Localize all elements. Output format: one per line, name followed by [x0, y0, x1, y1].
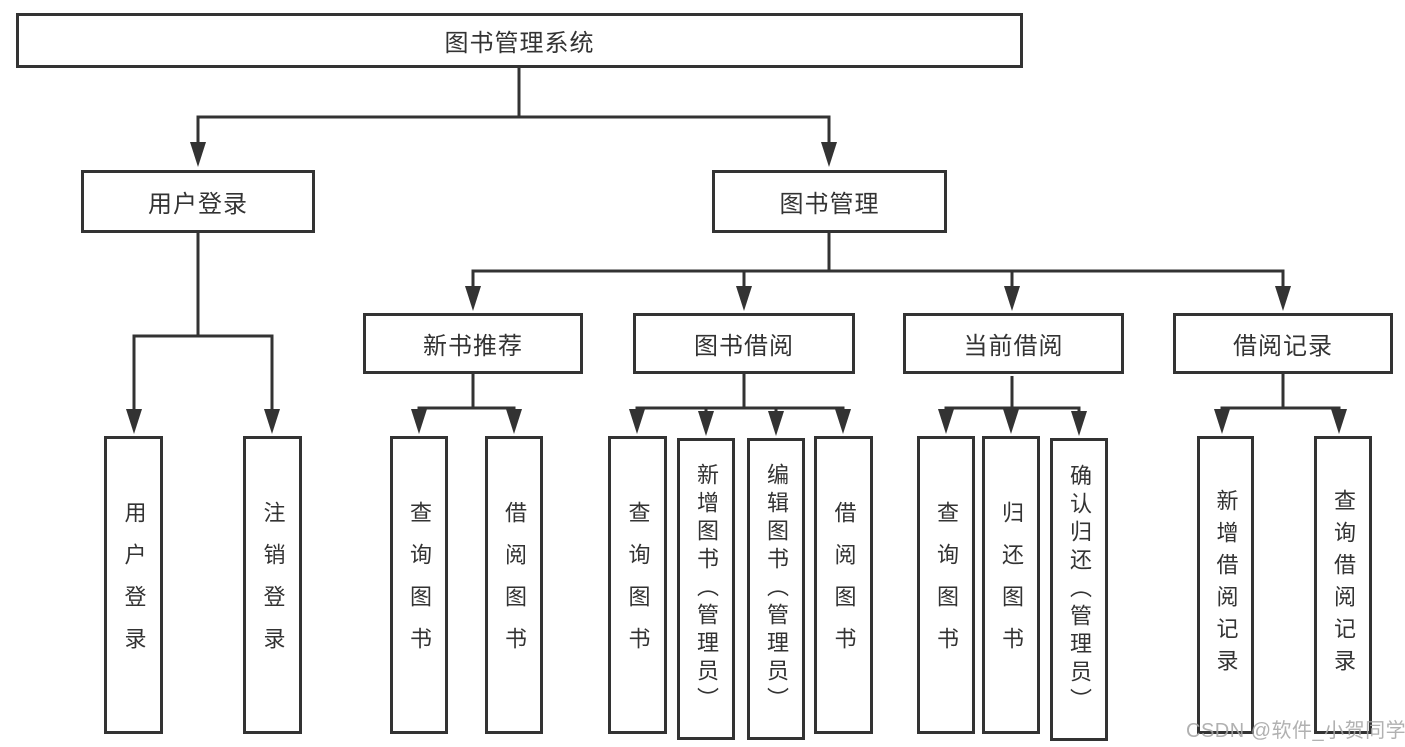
- node-borrowing-records: 借阅记录: [1173, 313, 1393, 374]
- leaf-query-books-current: 查询图书: [917, 436, 975, 734]
- leaf-add-books-admin: 新增图书（管理员）: [677, 438, 735, 740]
- leaf-add-borrow-record: 新增借阅记录: [1197, 436, 1254, 734]
- leaf-user-login: 用户登录: [104, 436, 163, 734]
- node-label: 图书管理系统: [444, 30, 595, 57]
- node-book-borrowing: 图书借阅: [633, 313, 855, 374]
- leaf-return-books: 归还图书: [982, 436, 1040, 734]
- leaf-label: 确认归还（管理员）: [1067, 463, 1092, 716]
- leaf-label: 新增图书（管理员）: [694, 463, 719, 715]
- leaf-logout: 注销登录: [243, 436, 302, 734]
- node-label: 新书推荐: [423, 333, 523, 360]
- node-library-system: 图书管理系统: [16, 13, 1023, 68]
- leaf-label: 借阅图书: [502, 501, 527, 669]
- leaf-confirm-return-admin: 确认归还（管理员）: [1050, 438, 1108, 741]
- leaf-label: 查询借阅记录: [1331, 489, 1356, 681]
- node-label: 图书管理: [779, 191, 880, 218]
- leaf-label: 查询图书: [407, 501, 432, 669]
- node-current-borrowing: 当前借阅: [903, 313, 1124, 374]
- leaf-query-books-borrowing: 查询图书: [608, 436, 667, 734]
- node-label: 借阅记录: [1233, 333, 1333, 360]
- leaf-borrow-books-borrowing: 借阅图书: [814, 436, 873, 734]
- leaf-borrow-books-recommend: 借阅图书: [485, 436, 543, 734]
- watermark-csdn: CSDN @软件_小贺同学: [1186, 720, 1405, 742]
- node-label: 图书借阅: [694, 333, 794, 360]
- node-label: 用户登录: [148, 191, 248, 218]
- leaf-label: 借阅图书: [831, 501, 857, 669]
- leaf-label: 查询图书: [625, 501, 651, 669]
- arrowhead-icons: [126, 142, 1347, 436]
- node-label: 当前借阅: [963, 333, 1064, 360]
- leaf-label: 归还图书: [999, 501, 1024, 669]
- node-user-login: 用户登录: [81, 170, 315, 233]
- leaf-label: 新增借阅记录: [1213, 489, 1239, 681]
- leaf-label: 查询图书: [934, 501, 959, 669]
- leaf-label: 用户登录: [121, 501, 147, 669]
- leaf-query-borrow-record: 查询借阅记录: [1314, 436, 1372, 734]
- node-new-book-recommendation: 新书推荐: [363, 313, 583, 374]
- leaf-edit-books-admin: 编辑图书（管理员）: [747, 438, 805, 740]
- leaf-label: 注销登录: [260, 501, 286, 669]
- leaf-label: 编辑图书（管理员）: [764, 463, 789, 715]
- node-book-management: 图书管理: [712, 170, 947, 233]
- leaf-query-books-recommend: 查询图书: [390, 436, 448, 734]
